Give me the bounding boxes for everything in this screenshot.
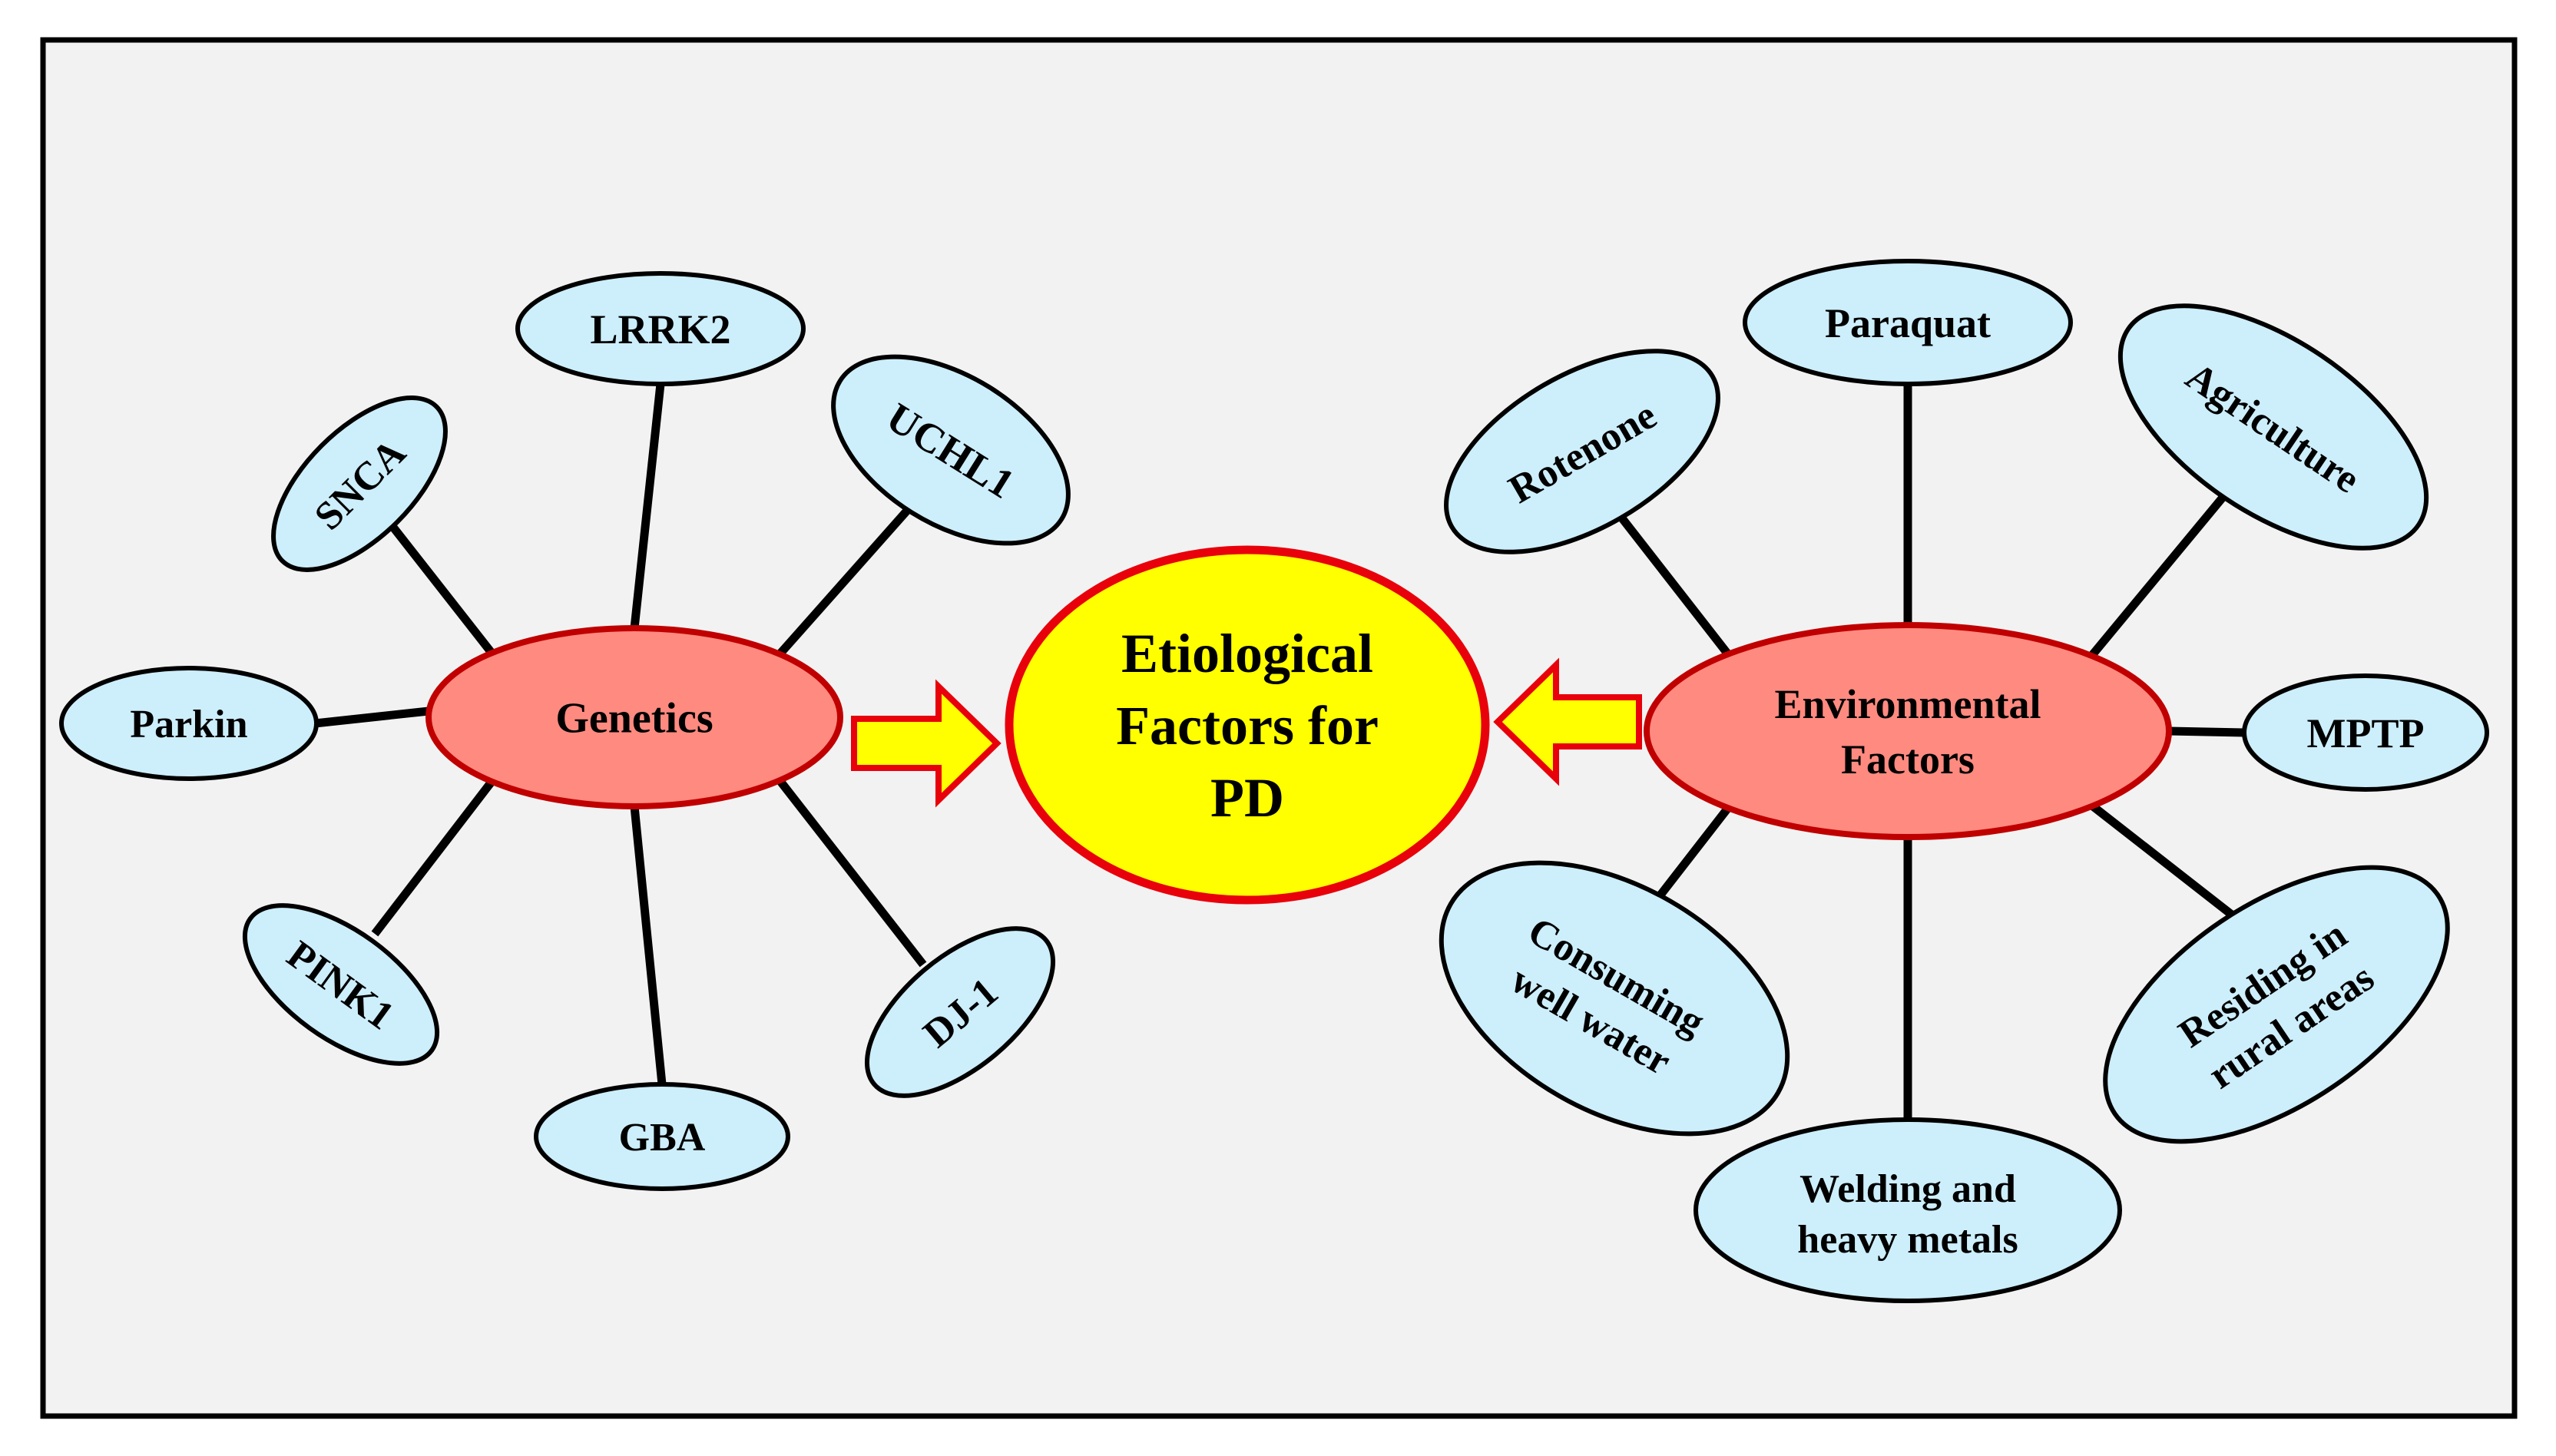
leaf-dj1-shape xyxy=(864,926,1056,1098)
leaf-gba: GBA xyxy=(534,1082,790,1191)
leaf-mptp-label: MPTP xyxy=(2307,710,2425,756)
leaf-lrrk2-label: LRRK2 xyxy=(590,306,730,352)
leaf-gba-label-line: GBA xyxy=(619,1116,706,1160)
leaf-mptp-label-line: MPTP xyxy=(2307,710,2425,756)
leaf-uchl1: UCHL1 xyxy=(831,354,1071,546)
leaf-consuming-well-water-shape xyxy=(1439,860,1790,1137)
leaf-paraquat-label-line: Paraquat xyxy=(1825,300,1991,346)
connector-mptp xyxy=(2168,726,2245,737)
leaf-parkin-label: Parkin xyxy=(130,703,247,746)
leaf-lrrk2-label-line: LRRK2 xyxy=(590,306,730,352)
genetics-hub: Genetics xyxy=(425,625,843,809)
genetics-hub-shape xyxy=(425,625,843,809)
genetics-hub-label: Genetics xyxy=(555,695,713,743)
connector-lrrk2 xyxy=(630,383,665,629)
leaf-residing-rural-areas-shape xyxy=(2103,865,2450,1144)
connector-consuming-well-water xyxy=(1655,805,1732,900)
leaf-consuming-well-water: Consumingwell water xyxy=(1439,860,1790,1137)
connector-gba xyxy=(630,806,667,1085)
leaf-pink1-shape xyxy=(242,903,440,1066)
connector-rotenone xyxy=(1611,505,1732,657)
leaf-welding-heavy-metals-label: Welding and heavy metals xyxy=(1797,1167,2018,1262)
leaf-gba-label: GBA xyxy=(619,1116,706,1160)
leaf-parkin-shape xyxy=(59,666,319,781)
leaf-agriculture: Agriculture xyxy=(2117,303,2429,551)
connector-uchl1 xyxy=(776,495,922,657)
arrows xyxy=(851,657,1642,808)
center-node-shape xyxy=(1005,545,1490,905)
leaf-welding-heavy-metals: Welding and heavy metals xyxy=(1694,1117,2122,1303)
leaf-lrrk2: LRRK2 xyxy=(515,271,806,386)
arrow-genetics-to-center xyxy=(851,679,1002,808)
leaf-snca-shape xyxy=(271,395,448,572)
leaf-parkin-label-line: Parkin xyxy=(130,703,247,746)
leaf-agriculture-shape xyxy=(2117,303,2429,551)
environmental-hub-label-line: Factors xyxy=(1841,736,1975,783)
leaf-paraquat-label: Paraquat xyxy=(1825,300,1991,346)
connector-agriculture xyxy=(2085,478,2240,662)
leaf-rotenone: Rotenone xyxy=(1444,349,1720,554)
genetics-hub-label-line: Genetics xyxy=(555,695,713,743)
connector-pink1 xyxy=(371,779,495,937)
connector-lines xyxy=(314,383,2253,1120)
leaf-residing-rural-areas: Residing inrural areas xyxy=(2103,865,2450,1144)
center-node-label-line: Factors for xyxy=(1116,695,1379,756)
leaf-rotenone-shape xyxy=(1444,349,1720,554)
connector-parkin xyxy=(314,706,429,728)
leaf-parkin: Parkin xyxy=(59,666,319,781)
center-node-label-line: PD xyxy=(1210,767,1284,829)
leaf-lrrk2-shape xyxy=(515,271,806,386)
connector-dj1 xyxy=(776,777,927,968)
leaf-gba-shape xyxy=(534,1082,790,1191)
arrow-environmental-to-center xyxy=(1493,657,1642,786)
leaf-uchl1-shape xyxy=(831,354,1071,546)
connector-snca xyxy=(388,522,495,656)
center-node-label-line: Etiological xyxy=(1121,623,1373,684)
leaf-welding-heavy-metals-label-line: heavy metals xyxy=(1797,1218,2018,1262)
leaf-pink1: PINK1 xyxy=(242,903,440,1066)
leaf-welding-heavy-metals-label-line: Welding and xyxy=(1799,1167,2016,1211)
leaf-dj1: DJ-1 xyxy=(864,926,1056,1098)
environmental-hub-label-line: Environmental xyxy=(1774,681,2041,727)
environmental-hub-shape xyxy=(1644,622,2172,840)
connector-residing-rural-areas xyxy=(2086,799,2253,933)
leaf-mptp: MPTP xyxy=(2242,673,2489,792)
leaf-snca: SNCA xyxy=(271,395,448,572)
leaf-welding-heavy-metals-shape xyxy=(1694,1117,2122,1303)
leaf-paraquat-shape xyxy=(1743,259,2073,386)
leaf-paraquat: Paraquat xyxy=(1743,259,2073,386)
leaf-mptp-shape xyxy=(2242,673,2489,792)
